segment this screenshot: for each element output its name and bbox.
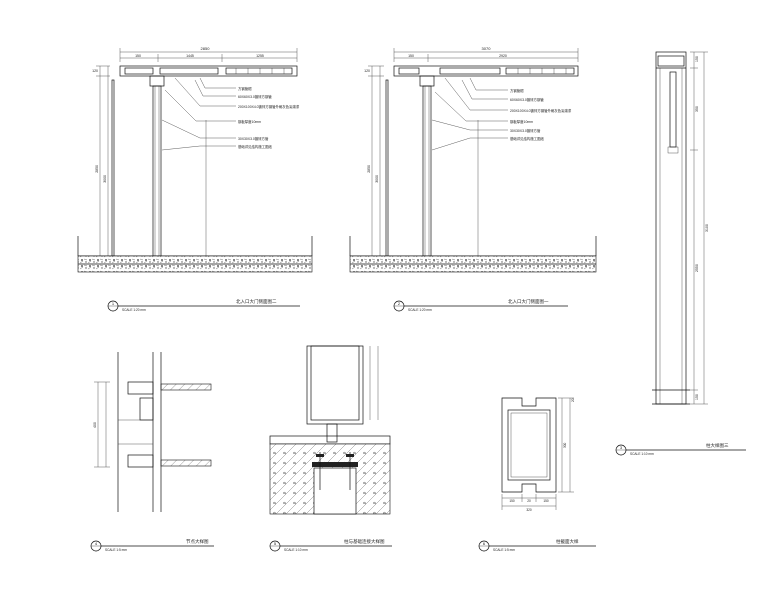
d6-dim-3: 150 [543,499,549,503]
d2-annotations: 方钢管帽 60X60X3.0镀锌方钢管 200X100X4.0镀锌方钢管外刷灰色… [431,77,572,151]
d2-annotation-4: 钢板厚度10mm [510,119,533,124]
d1-annotation-1: 方钢管帽 [238,86,252,91]
d6-title-block: 6 柱截面大样 SCALE 1:5 mm [478,538,596,552]
d5-title: 柱与基础连接大样图 [344,538,385,545]
d6-dim-1: 150 [509,499,515,503]
d4-number: 4 [95,541,98,546]
d2-ground [349,236,597,273]
d6-number: 6 [483,541,486,546]
d5-pile-cap [313,467,357,515]
d4-beam-upper [160,383,212,391]
d4-title-block: 4 节点大样图 SCALE 1:5 mm [90,538,214,552]
d1-title: 北入口大门侧面图二 [236,298,277,305]
d5-scale: SCALE 1:10 mm [284,548,308,552]
d1-scale: SCALE 1:20 mm [122,308,146,312]
d4-scale: SCALE 1:5 mm [105,548,127,552]
d5-column-outer [306,345,364,425]
d4-beam-lower [160,459,212,467]
d3-dim-1: 150 [695,56,699,62]
d6-dim-total: 320 [526,508,532,512]
d1-annotation-3: 200X100X4.0镀锌方钢管外刷灰色氟碳漆 [238,104,300,109]
d3-number: 3 [620,445,623,450]
d4-dim: 400 [93,422,97,428]
d1-annotation-4: 钢板厚度10mm [238,119,261,124]
d2-left-dim-1: 120 [364,69,370,73]
d1-number: 1 [112,301,115,306]
d2-annotation-5: 30X30X3.0镀锌方管 [510,128,541,133]
d1-beam [119,65,298,87]
d1-left-dim-3: 3000 [103,175,107,183]
d2-title-block: 2 北入口大门侧面图一 SCALE 1:20 mm [393,298,568,312]
d1-dim-b: 1445 [186,54,194,58]
d1-ground [77,236,313,273]
d1-column [111,79,207,257]
d1-dim-total: 2850 [201,46,211,51]
d6-section-outline [501,397,557,493]
drawing-6: 150 20 150 320 300 20 6 柱截面大样 SCALE 1:5 … [478,397,596,552]
d3-dim-4: 3100 [705,224,709,232]
d2-left-dim-2: 2850 [367,165,371,173]
d3-column-outline [655,51,687,405]
d1-top-dimensions: 2850 150 1445 1255 [119,46,298,62]
drawing-2: 3070 150 2920 120 [349,46,597,312]
d2-column [385,79,479,257]
d2-dim-b: 2920 [499,54,507,58]
d6-right-dim-1: 300 [563,442,567,448]
d2-dim-a: 150 [408,54,414,58]
d3-scale: SCALE 1:10 mm [630,452,654,456]
d3-right-dimensions: 150 350 2550 3100 150 [690,51,709,405]
d1-left-dimensions: 120 2850 3000 [92,65,110,256]
d2-annotation-1: 方钢管帽 [510,88,524,93]
d1-title-block: 1 北入口大门侧面图二 SCALE 1:20 mm [107,298,300,312]
d2-title: 北入口大门侧面图一 [508,298,549,305]
d1-annotations: 方钢管帽 60X60X3.0镀锌方钢管 200X100X4.0镀锌方钢管外刷灰色… [161,77,300,151]
d5-number: 5 [274,541,277,546]
d1-annotation-5: 30X30X3.0镀锌方管 [238,136,269,141]
d6-right-dim-2: 20 [571,398,575,402]
d2-number: 2 [398,301,401,306]
d3-dim-2: 350 [695,106,699,112]
d1-annotation-2: 60X60X3.0镀锌方钢管 [238,94,272,99]
d1-annotation-6: 基础详见结构施工图纸 [238,144,273,149]
d6-right-dimensions: 300 20 [558,397,575,493]
d1-dim-c: 1255 [256,54,264,58]
drawing-1: 2850 150 1445 1255 [77,46,313,312]
d2-left-dim-3: 3000 [375,175,379,183]
d2-beam [393,65,579,87]
d4-title: 节点大样图 [186,538,209,545]
d1-dim-a: 150 [135,54,141,58]
d1-left-dim-2: 2850 [95,165,99,173]
d2-left-dimensions: 120 2850 3000 [364,65,384,256]
d3-dim-3: 2550 [695,264,699,272]
d2-scale: SCALE 1:20 mm [408,308,432,312]
d2-annotation-6: 基础详见结构施工图纸 [510,136,545,141]
d6-bottom-dimensions: 150 20 150 320 [501,494,557,512]
d5-title-block: 5 柱与基础连接大样图 SCALE 1:10 mm [269,538,392,552]
d2-annotation-3: 200X100X4.0镀锌方钢管外刷灰色氟碳漆 [510,108,572,113]
d3-title-block: 3 柱大样图三 SCALE 1:10 mm [615,442,746,456]
d6-title: 柱截面大样 [556,538,579,545]
d1-left-dim-1: 120 [92,69,98,73]
d4-left-dimensions: 400 [93,381,110,468]
d2-top-dimensions: 3070 150 2920 [393,46,579,62]
d2-dim-total: 3070 [482,46,492,51]
drawing-3: 150 350 2550 3100 150 3 柱大样图三 SCALE 1:10… [615,51,746,456]
drawing-4: 400 4 节点大样图 SCALE 1:5 mm [90,352,214,552]
d6-dim-2: 20 [527,499,531,503]
d6-scale: SCALE 1:5 mm [493,548,515,552]
d3-dim-5: 150 [695,394,699,400]
d2-annotation-2: 60X60X3.0镀锌方钢管 [510,97,544,102]
drawing-5: 5 柱与基础连接大样图 SCALE 1:10 mm [269,345,392,552]
d3-title: 柱大样图三 [706,442,729,449]
